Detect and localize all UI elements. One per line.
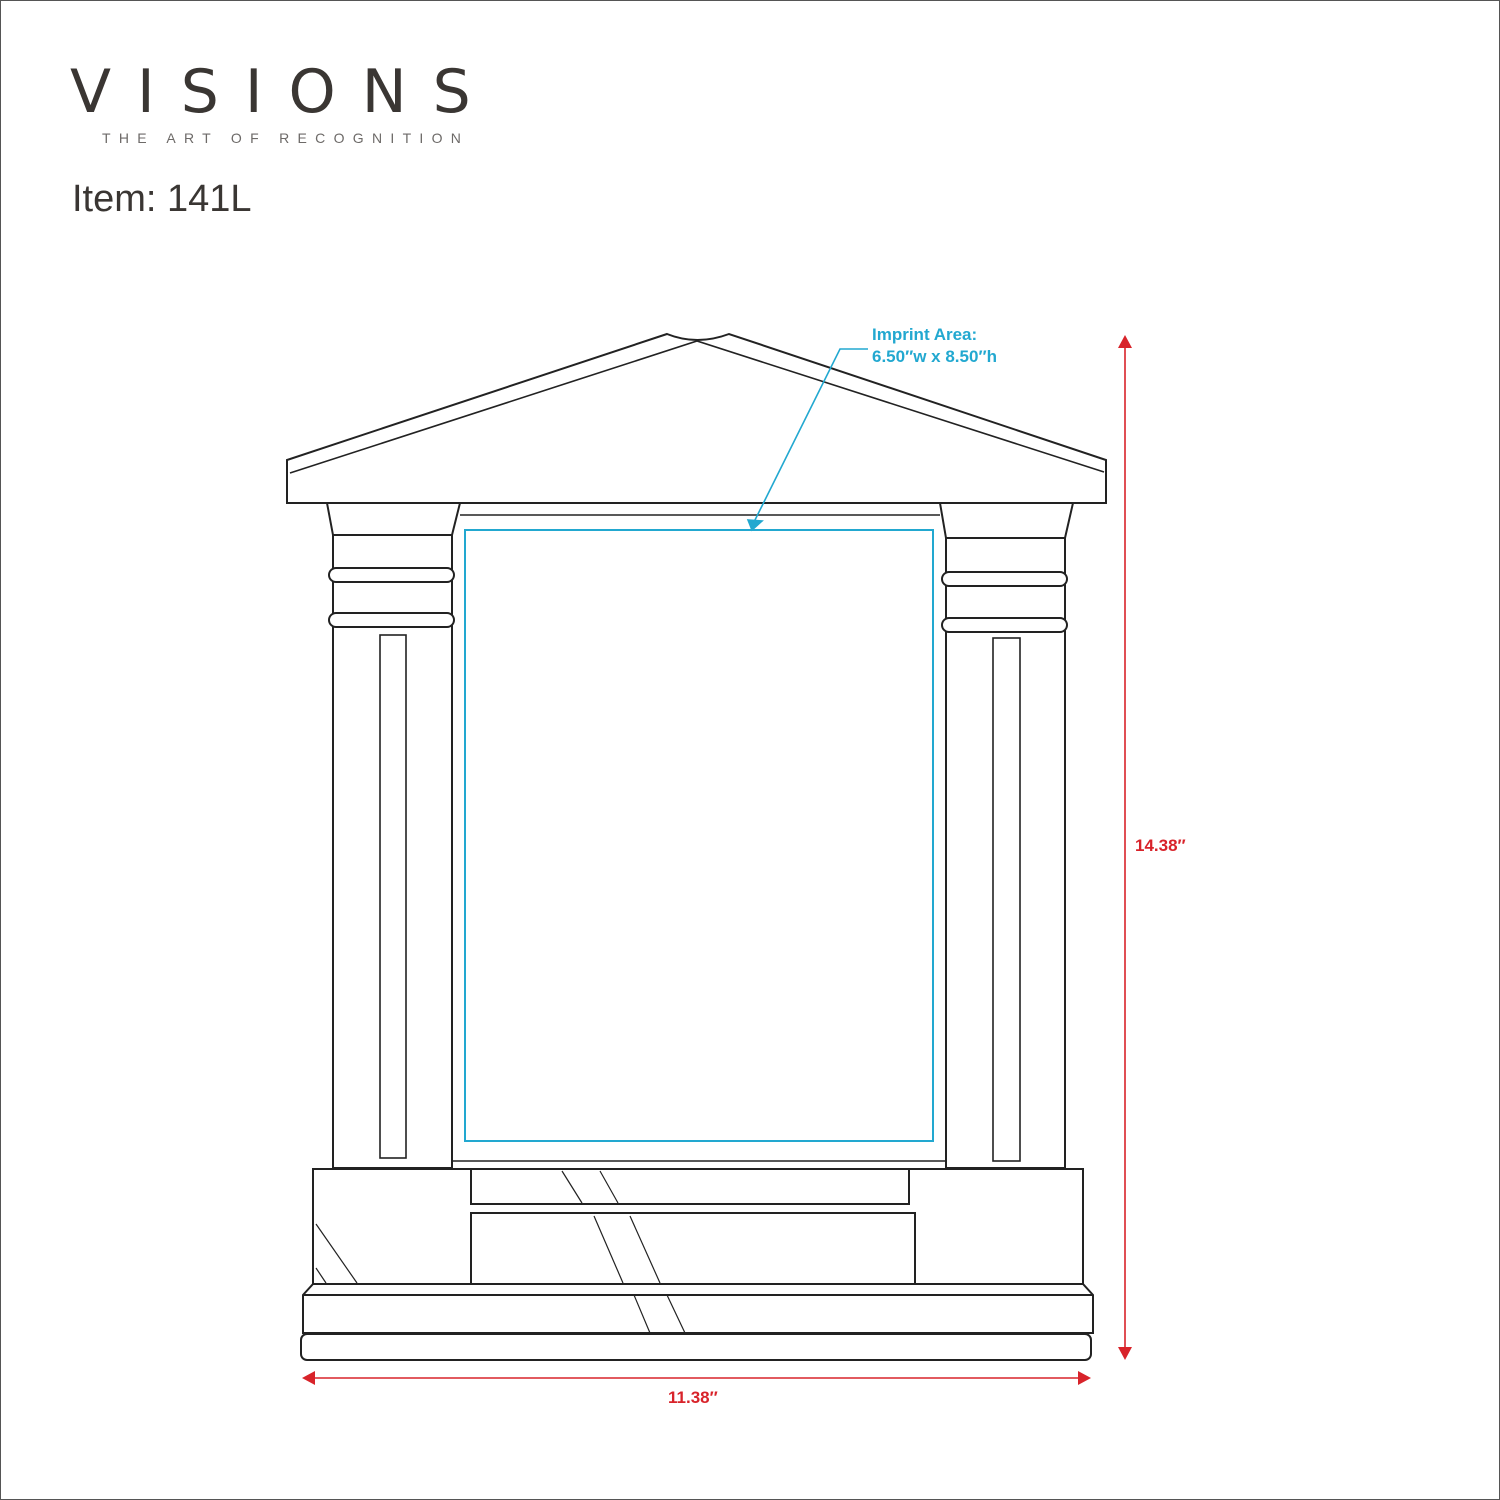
item-number: Item: 141L xyxy=(72,178,252,220)
imprint-area xyxy=(464,529,934,1142)
right-column xyxy=(938,502,1075,1169)
imprint-title: Imprint Area: xyxy=(872,325,978,344)
left-column xyxy=(325,502,462,1169)
width-dimension-arrow xyxy=(302,1371,1091,1385)
base xyxy=(300,1168,1094,1361)
width-dimension-label: 11.38″ xyxy=(668,1388,718,1407)
imprint-leader xyxy=(746,348,868,532)
height-dimension-arrow xyxy=(1118,335,1132,1360)
brand-logo: VISIONS xyxy=(70,57,497,127)
plaque xyxy=(452,514,946,1162)
imprint-size: 6.50″w x 8.50″h xyxy=(872,347,997,366)
pediment xyxy=(286,332,1107,504)
height-dimension-label: 14.38″ xyxy=(1135,836,1186,855)
brand-tagline: THE ART OF RECOGNITION xyxy=(102,130,470,146)
imprint-label: Imprint Area: 6.50″w x 8.50″h xyxy=(872,324,997,368)
